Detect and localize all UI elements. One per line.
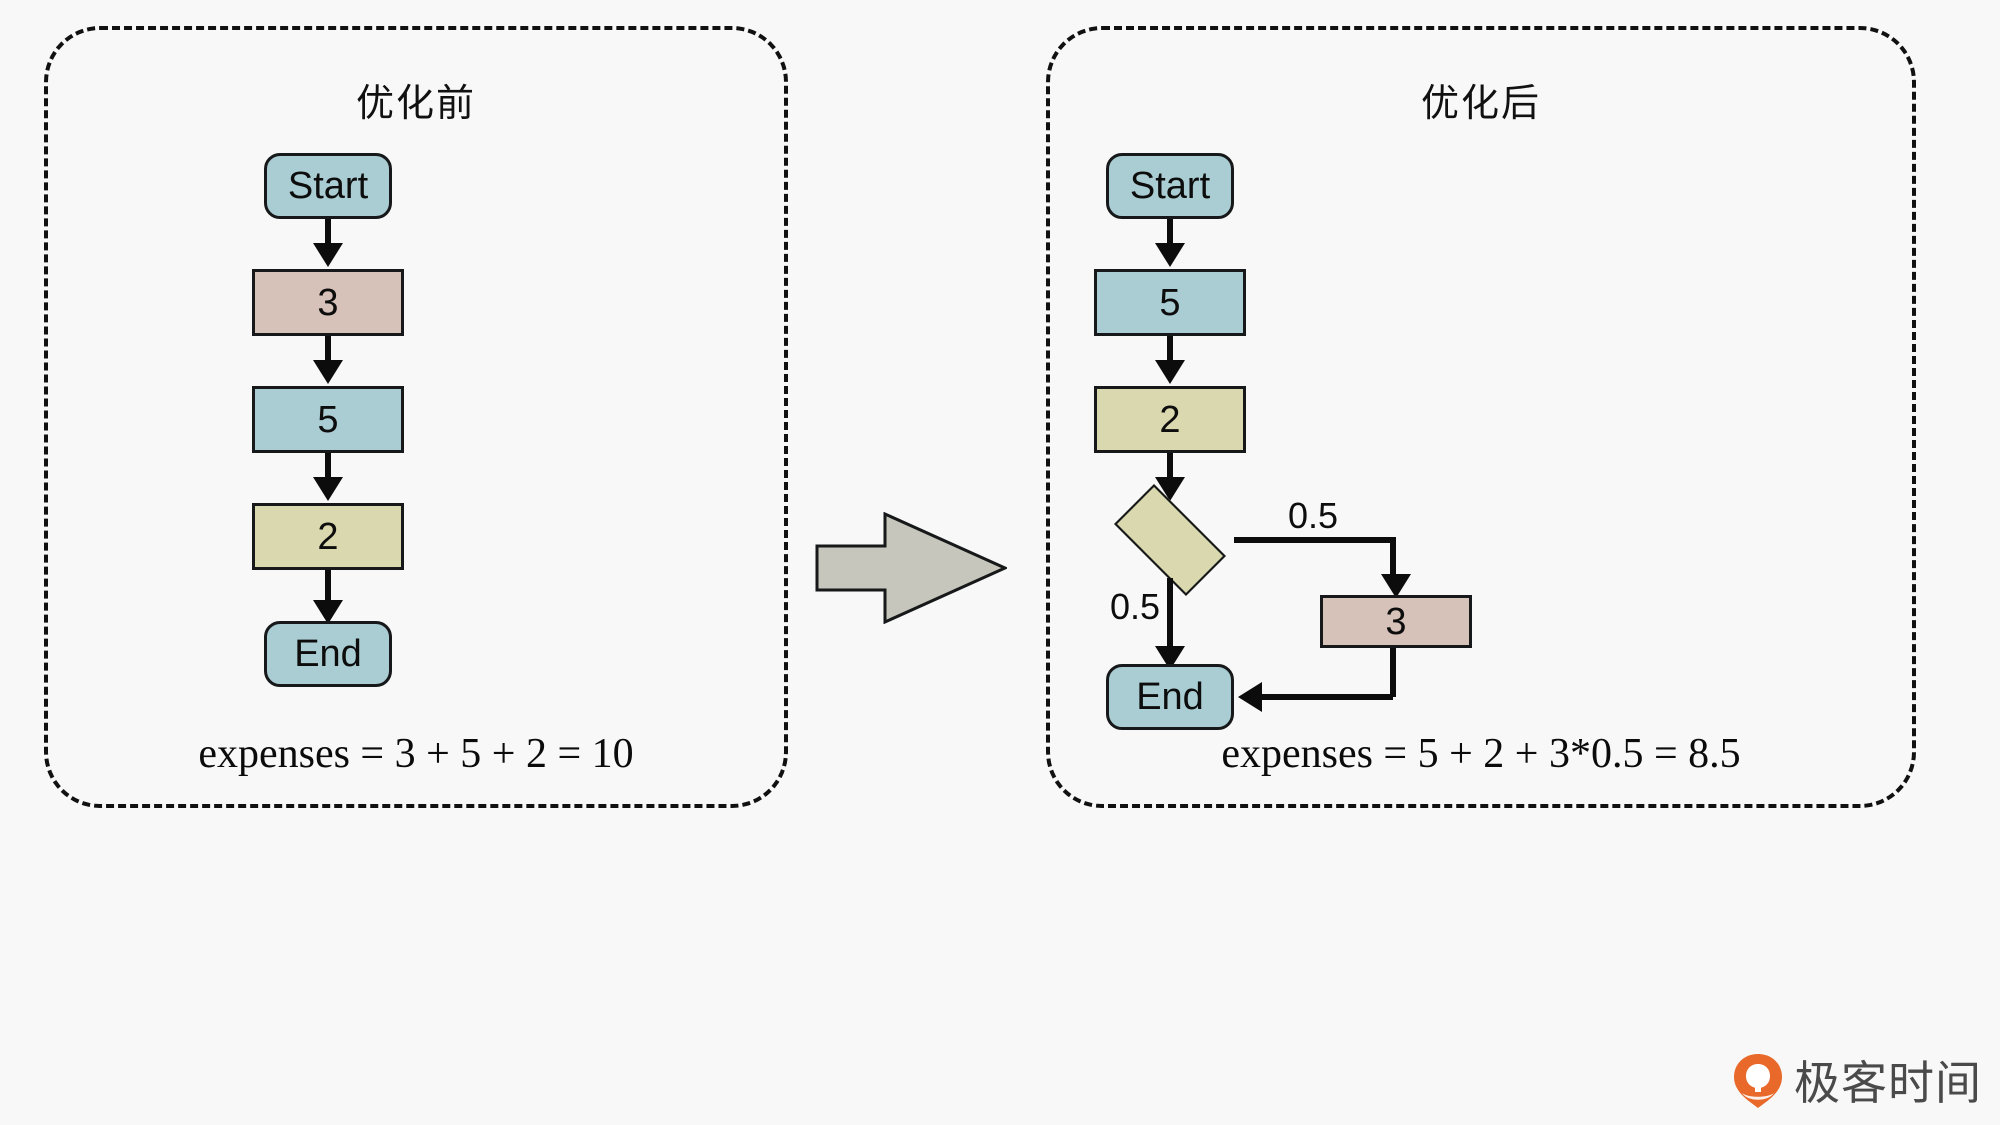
before-edge-3-to-5-line — [325, 336, 331, 362]
before-node-2-label: 2 — [317, 515, 339, 558]
after-edge-decision-to-end-line — [1167, 578, 1173, 649]
panel-after-title: 优化后 — [1420, 81, 1541, 125]
after-edge-start-to-5-arrowhead — [1155, 243, 1185, 267]
after-node-end[interactable]: End — [1106, 664, 1234, 730]
before-edge-3-to-5-arrowhead — [313, 360, 343, 384]
before-edge-5-to-2-line — [325, 453, 331, 479]
after-edge-label-right: 0.5 — [1288, 495, 1339, 536]
after-edge-3-to-end-horizontal — [1262, 694, 1393, 700]
after-edge-start-to-5-line — [1167, 219, 1173, 245]
geektime-logo-icon — [1734, 1054, 1782, 1108]
after-node-5-label: 5 — [1159, 281, 1181, 324]
after-node-2[interactable]: 2 — [1094, 386, 1246, 453]
panel-before-optimization: 优化前 expenses = 3 + 5 + 2 = 10 — [44, 26, 788, 808]
before-edge-5-to-2-arrowhead — [313, 477, 343, 501]
panel-after-formula: expenses = 5 + 2 + 3*0.5 = 8.5 — [1221, 731, 1741, 777]
after-node-3-label: 3 — [1385, 600, 1407, 643]
before-edge-2-to-end-line — [325, 570, 331, 602]
after-node-start[interactable]: Start — [1106, 153, 1234, 219]
after-node-5[interactable]: 5 — [1094, 269, 1246, 336]
after-edge-decision-to-3-vertical — [1390, 537, 1396, 580]
after-edge-5-to-2-arrowhead — [1155, 360, 1185, 384]
watermark-text: 极客时间 — [1794, 1056, 1982, 1110]
before-edge-start-to-3-arrowhead — [313, 243, 343, 267]
before-node-start[interactable]: Start — [264, 153, 392, 219]
after-edge-decision-to-3-horizontal — [1234, 537, 1396, 543]
before-node-5-label: 5 — [317, 398, 339, 441]
after-edge-2-to-decision-line — [1167, 453, 1173, 479]
after-edge-3-to-end-arrowhead — [1238, 682, 1262, 712]
after-node-3[interactable]: 3 — [1320, 595, 1472, 648]
panel-before-title: 优化前 — [355, 81, 476, 125]
after-edge-label-left: 0.5 — [1110, 586, 1161, 627]
after-node-2-label: 2 — [1159, 398, 1181, 441]
before-node-2[interactable]: 2 — [252, 503, 404, 570]
before-edge-start-to-3-line — [325, 219, 331, 245]
before-node-end[interactable]: End — [264, 621, 392, 687]
panel-before-formula: expenses = 3 + 5 + 2 = 10 — [198, 731, 634, 777]
before-edge-2-to-end-arrowhead — [313, 600, 343, 624]
after-edge-3-to-end-vertical — [1390, 648, 1396, 697]
watermark: 极客时间 — [1732, 1047, 1982, 1113]
transition-right-arrow-icon — [815, 512, 1007, 624]
after-node-start-label: Start — [1129, 165, 1211, 207]
before-node-start-label: Start — [287, 165, 369, 207]
before-node-3[interactable]: 3 — [252, 269, 404, 336]
before-node-end-label: End — [294, 633, 362, 675]
before-node-5[interactable]: 5 — [252, 386, 404, 453]
after-node-end-label: End — [1136, 676, 1204, 718]
after-edge-5-to-2-line — [1167, 336, 1173, 362]
before-node-3-label: 3 — [317, 281, 339, 324]
after-edge-decision-to-3-arrowhead — [1381, 574, 1411, 598]
after-node-decision[interactable] — [1098, 484, 1242, 596]
